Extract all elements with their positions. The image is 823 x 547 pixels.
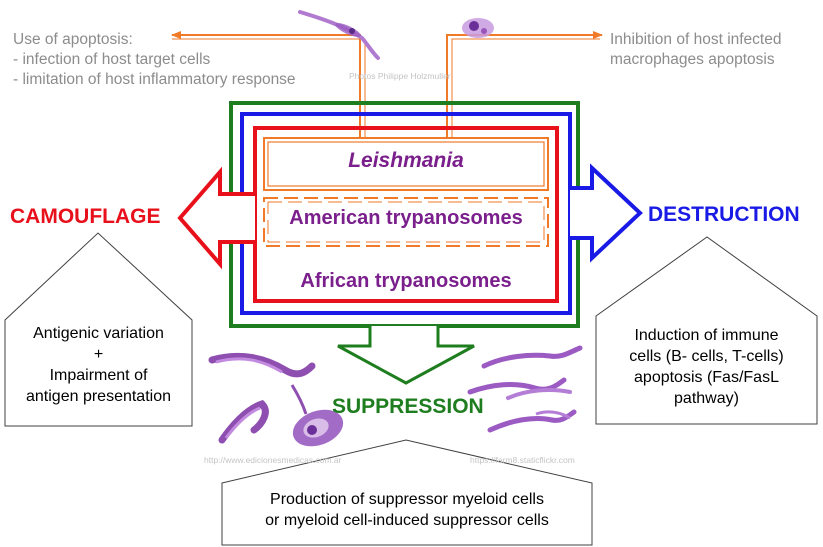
immune-cell-apoptosis-text: Induction of immune cells (B- cells, T-c… [596, 325, 817, 409]
destruction-arrow [570, 163, 643, 263]
apoptosis-use-title: Use of apoptosis: [13, 31, 133, 48]
suppression-label: SUPPRESSION [332, 395, 484, 418]
callout-line: pathway) [674, 390, 739, 407]
apoptosis-use-note: Use of apoptosis: - infection of host ta… [13, 30, 296, 90]
camouflage-label: CAMOUFLAGE [10, 205, 161, 228]
macrophage-apoptosis-line: Inhibition of host infected [610, 31, 782, 48]
suppression-arrow [337, 326, 475, 385]
callout-line: apoptosis (Fas/FasL [634, 369, 779, 386]
leishmania-amastigote-image [462, 18, 494, 38]
callout-line: Antigenic variation [33, 325, 164, 342]
photo-credit-left: http://www.edicionesmedicas.com.ar [204, 455, 342, 465]
callout-line: or myeloid cell-induced suppressor cells [265, 512, 549, 529]
leishmania-box [263, 137, 549, 191]
apoptosis-use-item: - infection of host target cells [13, 51, 211, 68]
suppressor-cells-callout [221, 439, 593, 546]
suppressor-cells-text: Production of suppressor myeloid cells o… [222, 489, 592, 531]
camouflage-arrow [177, 166, 255, 270]
american-trypanosomes-label: American trypanosomes [289, 207, 523, 229]
macrophage-apoptosis-line: macrophages apoptosis [610, 51, 775, 68]
callout-line: antigen presentation [26, 388, 171, 405]
antigenic-variation-text: Antigenic variation + Impairment of anti… [5, 323, 192, 407]
callout-line: cells (B- cells, T-cells) [629, 348, 784, 365]
callout-line: Production of suppressor myeloid cells [270, 491, 544, 508]
photo-credit-top: Photos Philippe Holzmuller [349, 71, 451, 81]
american-trypanosomes-box [263, 197, 549, 247]
destruction-label: DESTRUCTION [648, 203, 800, 226]
callout-line: Impairment of [49, 367, 148, 384]
immune-cell-apoptosis-callout [595, 236, 818, 425]
callout-line: Induction of immune [634, 327, 779, 344]
trypanosome-image [208, 352, 316, 444]
apoptosis-use-item: - limitation of host inflammatory respon… [13, 71, 296, 88]
photo-credit-right: https://farm8.staticflickr.com [470, 455, 575, 465]
leishmania-label: Leishmania [348, 149, 464, 172]
trypanosomes-cluster-image [467, 345, 583, 433]
leishmania-promastigote-image [298, 10, 380, 60]
african-trypanosomes-label: African trypanosomes [300, 270, 512, 292]
callout-line: + [93, 346, 104, 363]
macrophage-apoptosis-note: Inhibition of host infected macrophages … [610, 30, 781, 70]
antigenic-variation-callout [4, 232, 193, 427]
leishmania-image [290, 384, 344, 447]
